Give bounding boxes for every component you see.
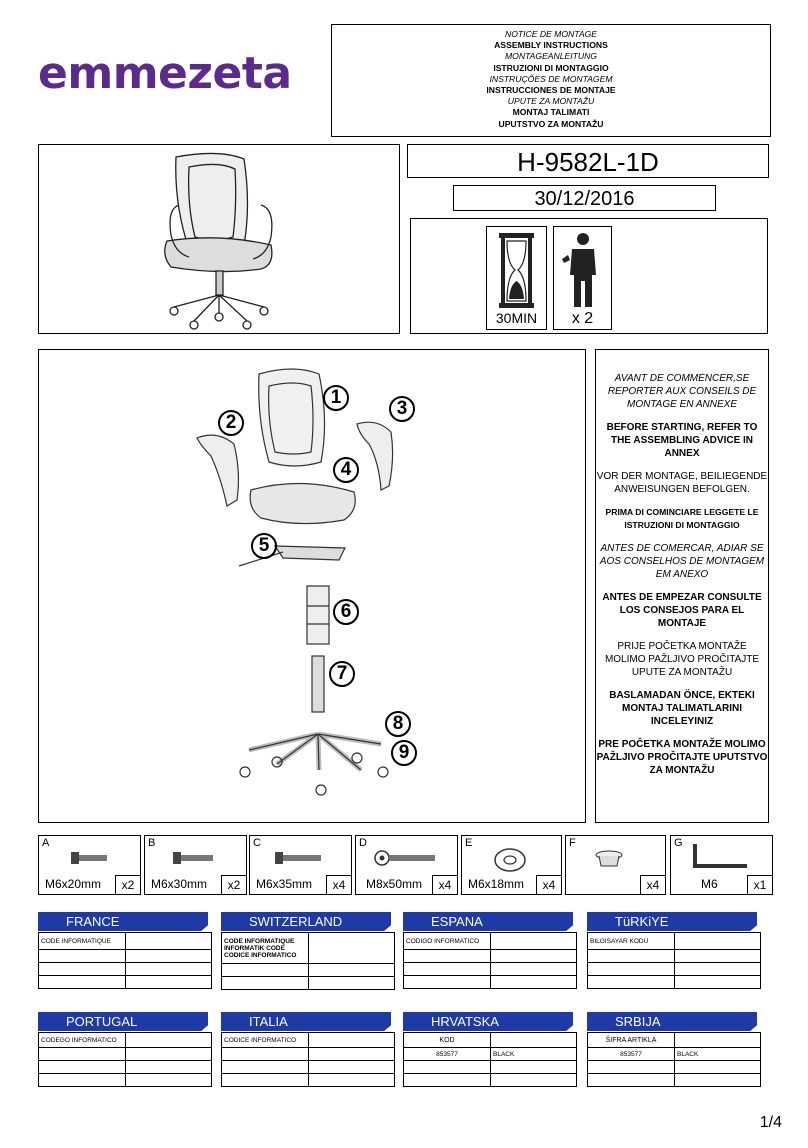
country-name: SRBIJA [587,1012,757,1031]
brand-logo: emmezeta [38,48,292,99]
article-code: 853577 [403,1047,491,1061]
country-name: ESPANA [403,912,573,931]
hardware-letter: E [465,837,473,849]
notice-line: NOTICE DE MONTAGE [505,29,597,39]
hardware-qty: x2 [221,875,246,894]
assembly-time-label: 30MIN [495,310,538,326]
part-number-7: 7 [329,661,355,687]
hardware-qty: x4 [326,875,351,894]
assembly-info-box: 30MIN x 2 [410,218,768,334]
hardware-size: M6x18mm [468,877,525,891]
code-label: CODICE INFORMATICO [221,1032,309,1048]
hourglass-icon [499,233,534,308]
hardware-item-d: D M8x50mm x4 [355,835,458,895]
notice-line: UPUTE ZA MONTAŽU [507,96,595,107]
product-preview [38,144,400,334]
cap-icon [595,850,623,867]
notice-line: INSTRUÇÕES DE MONTAGEM [489,73,613,84]
assembly-time-tile: 30MIN [486,226,547,330]
country-name: PORTUGAL [38,1012,208,1031]
part-number-4: 4 [333,457,359,483]
exploded-diagram: 1 2 3 4 5 6 7 8 9 [38,349,586,823]
long-bolt-icon [374,850,435,866]
code-label: ŠIFRA ARTIKLA [587,1032,675,1048]
hardware-item-g: G M6 x1 [670,835,773,895]
notice-line: UPUTSTVO ZA MONTAŽU [498,118,604,129]
hardware-letter: A [42,837,50,849]
part-number-8: 8 [385,711,411,737]
article-color: BLACK [674,1047,761,1061]
hardware-letter: B [148,837,156,849]
hardware-qty: x4 [432,875,457,894]
hardware-qty: x2 [115,875,140,894]
hardware-letter: C [253,837,261,849]
article-code: 853577 [587,1047,675,1061]
notice-line: MONTAJ TALIMATI [512,107,590,118]
part-number-5: 5 [251,533,277,559]
hardware-size: M6x35mm [256,877,313,891]
part-number-3: 3 [389,396,415,422]
advice-de: VOR DER MONTAGE, BEILIEGENDE ANWEISUNGEN… [596,471,768,495]
notice-box: NOTICE DE MONTAGE ASSEMBLY INSTRUCTIONS … [331,24,771,137]
advice-pt: ANTES DE COMERCAR, ADIAR SE AOS CONSELHO… [599,543,765,580]
hardware-size: M6x20mm [45,877,102,891]
bolt-icon [71,852,107,864]
country-name: TüRKiYE [587,912,757,931]
page-number: 1/4 [759,1114,782,1131]
article-color: BLACK [490,1047,577,1061]
code-label: BILGISAYAR KODU [587,932,675,950]
part-number-1: 1 [323,385,349,411]
advice-hr: PRIJE POČETKA MONTAŽE MOLIMO PAŽLJIVO PR… [604,641,760,678]
hardware-size: M6x30mm [151,877,208,891]
hardware-size: M6 [701,877,718,891]
allen-key-icon [693,844,747,868]
hardware-qty: x4 [640,875,665,894]
notice-line: ASSEMBLY INSTRUCTIONS [494,40,608,51]
advice-it: PRIMA DI COMINCIARE LEGGETE LE ISTRUZION… [605,507,759,530]
model-number: H-9582L-1D [407,144,769,178]
code-label: CODEGO INFORMATICO [38,1032,126,1048]
country-name: ITALIA [221,1012,391,1031]
chair-parts-illustration [196,368,394,796]
office-chair-icon [164,152,273,330]
hardware-qty: x4 [536,875,561,894]
hardware-item-b: B M6x30mm x2 [144,835,247,895]
hardware-letter: G [674,837,683,849]
hardware-letter: F [569,837,576,849]
advice-fr: AVANT DE COMMENCER,SE REPORTER AUX CONSE… [607,373,757,410]
washer-icon [494,848,526,872]
hardware-letter: D [359,837,367,849]
assemblers-tile: x 2 [553,226,612,330]
code-label: KOD [403,1032,491,1048]
assemblers-label: x 2 [571,310,594,327]
hardware-item-c: C M6x35mm x4 [249,835,352,895]
advice-es: ANTES DE EMPEZAR CONSULTE LOS CONSEJOS P… [602,592,762,629]
advice-en: BEFORE STARTING, REFER TO THE ASSEMBLING… [606,422,758,459]
bolt-icon [173,852,213,864]
notice-line: INSTRUCCIONES DE MONTAJE [486,85,616,96]
hardware-item-f: F x4 [565,835,666,895]
part-number-2: 2 [218,410,244,436]
advice-tr: BASLAMADAN ÖNCE, EKTEKI MONTAJ TALIMATLA… [609,690,755,727]
country-name: SWITZERLAND [221,912,391,931]
hardware-size: M8x50mm [366,877,423,891]
code-label: CODE INFORMATIQUE INFORMATIK CODE CODICE… [221,932,309,964]
hardware-item-e: E M6x18mm x4 [461,835,562,895]
country-name: FRANCE [38,912,208,931]
hardware-item-a: A M6x20mm x2 [38,835,141,895]
bolt-icon [275,852,321,864]
notice-line: MONTAGEANLEITUNG [505,51,597,62]
release-date: 30/12/2016 [453,185,716,211]
worker-icon [562,233,596,307]
code-label: CODIGO INFORMATICO [403,932,491,950]
part-number-6: 6 [333,599,359,625]
assembly-advice-panel: AVANT DE COMMENCER,SE REPORTER AUX CONSE… [595,349,769,823]
code-label: CODE INFORMATIQUE [38,932,126,950]
country-name: HRVATSKA [403,1012,573,1031]
notice-line: ISTRUZIONI DI MONTAGGIO [493,62,609,73]
part-number-9: 9 [391,740,417,766]
advice-rs: PRE POČETKA MONTAŽE MOLIMO PAŽLJIVO PROČ… [596,739,768,776]
hardware-qty: x1 [747,875,772,894]
